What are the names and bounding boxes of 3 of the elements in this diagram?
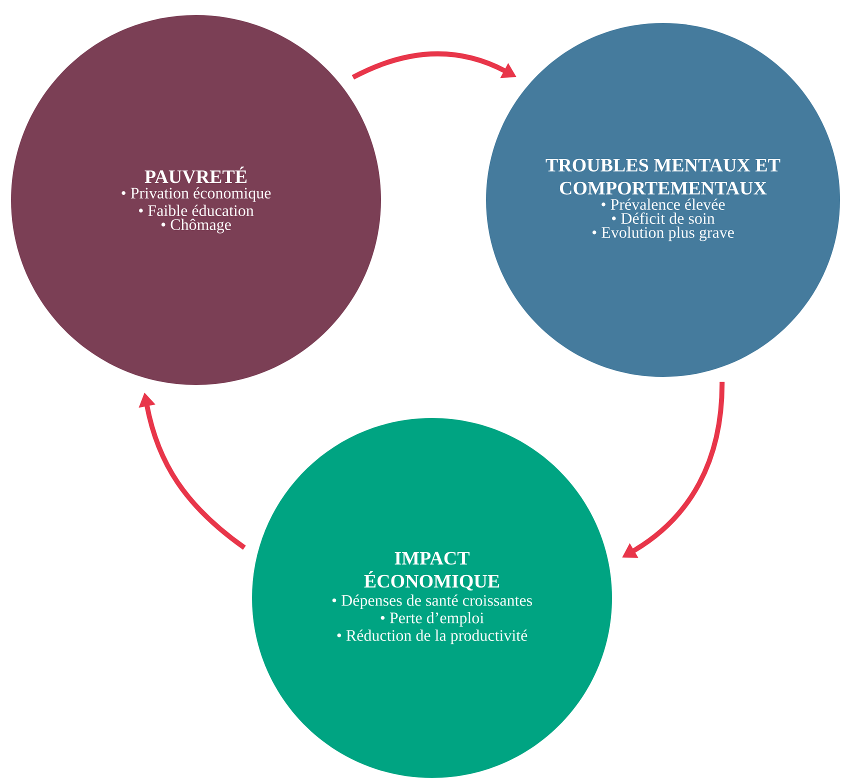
circle-node: PAUVRETÉ • Privation économique • Faible éducation • Chômage (11, 14, 381, 385)
circle-node: TROUBLES MENTAUX ET COMPORTEMENTAUX • Prévalence élevée • Déficit de soin • Evolution plus grave (486, 23, 840, 377)
circle-node: IMPACT ÉCONOMIQUE • Dépenses de santé croissantes • Perte d’emploi • Réduction de la productivité (252, 418, 612, 778)
